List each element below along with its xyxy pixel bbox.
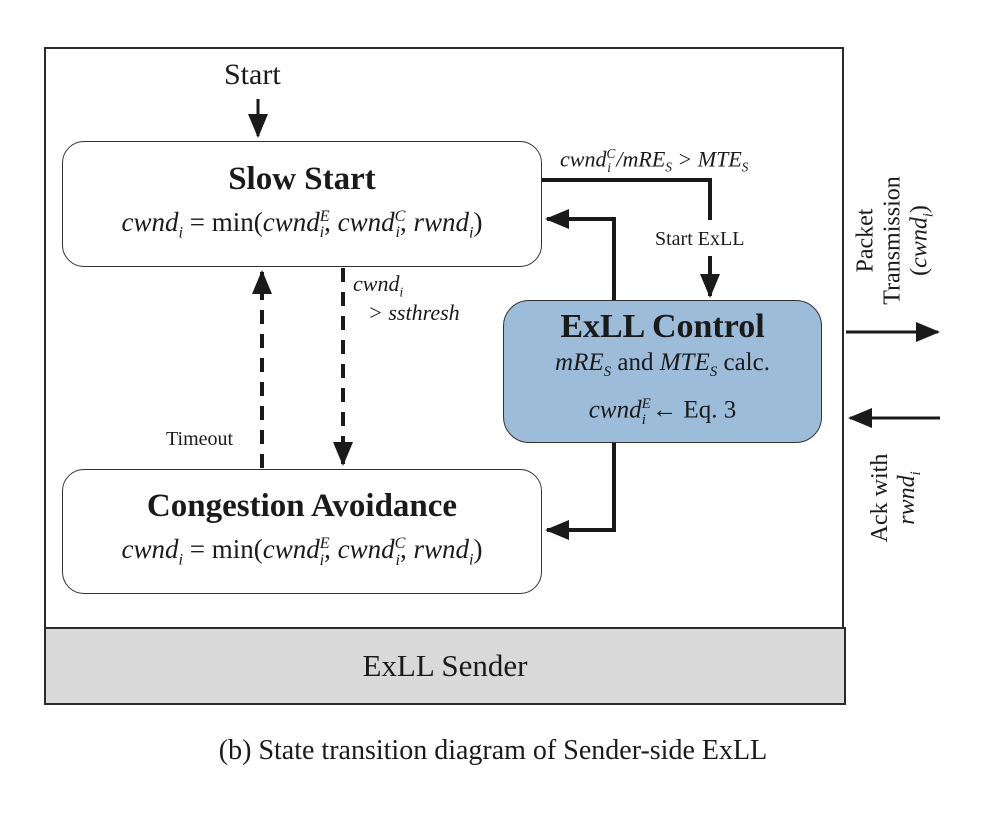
state-exll-control[interactable]: ExLL Control mRES and MTES calc. cwndEi … [503, 300, 822, 443]
sender-footer: ExLL Sender [44, 627, 846, 705]
packet-tx-line2: Transmission [879, 176, 906, 305]
ack-label: Ack with rwndi [867, 433, 924, 563]
ctrl-to-ss-arrow [545, 209, 616, 300]
congestion-avoidance-equation: cwndi = min(cwndEi, cwndCi, rwndi) [121, 534, 483, 569]
packet-tx-line1: Packet [852, 208, 879, 273]
slow-start-title: Slow Start [228, 160, 376, 197]
exll-control-line1: mRES and MTES calc. [555, 349, 770, 381]
ss-to-ctrl-condition: cwndCi /mRES > MTES [560, 146, 749, 175]
packet-transmission-label: Packet Transmission (cwndi) [852, 166, 937, 316]
ss-to-ctrl-arrow-top [542, 178, 712, 220]
exll-control-title: ExLL Control [560, 308, 765, 346]
congestion-avoidance-title: Congestion Avoidance [146, 488, 458, 525]
slow-start-equation: cwndi = min(cwndEi, cwndCi, rwndi) [121, 206, 483, 242]
ack-line1: Ack with [867, 453, 893, 543]
start-exll-label: Start ExLL [655, 228, 745, 250]
footer-label: ExLL Sender [362, 648, 528, 683]
ctrl-to-ca-arrow [545, 443, 616, 540]
packet-tx-line3: (cwndi) [906, 205, 937, 276]
state-slow-start[interactable]: Slow Start cwndi = min(cwndEi, cwndCi, r… [62, 141, 542, 267]
ss-to-ca-condition-2: > ssthresh [368, 300, 460, 325]
start-label: Start [224, 58, 281, 91]
figure-caption: (b) State transition diagram of Sender-s… [218, 735, 768, 766]
ss-to-ca-condition-1: cwndi [353, 271, 404, 300]
state-congestion-avoidance[interactable]: Congestion Avoidance cwndi = min(cwndEi,… [62, 469, 542, 594]
timeout-label: Timeout [166, 428, 234, 450]
exll-control-line2: cwndEi ← Eq. 3 [588, 396, 737, 428]
ack-line2: rwndi [894, 471, 924, 525]
